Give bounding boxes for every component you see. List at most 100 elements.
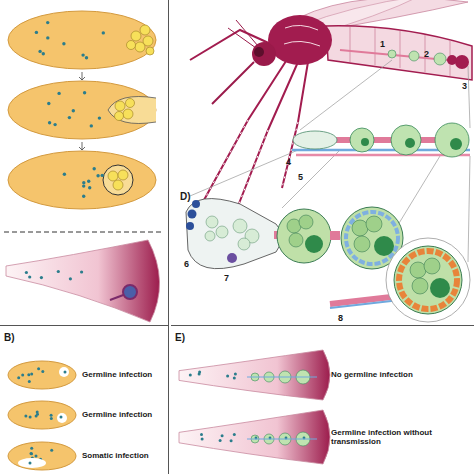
pole-cells [140, 25, 150, 35]
figure-panel: E) No germline infectionGermline infectio… [171, 325, 474, 474]
bacteria-dot [233, 377, 236, 380]
embryo-egg [8, 11, 156, 69]
bacteria-dot [24, 415, 27, 418]
bacteria-dot [48, 121, 51, 124]
egg-chamber [394, 246, 462, 314]
infected-follicle-cells [399, 251, 457, 309]
egg-node: Germline infection [4, 358, 166, 392]
panel-label: B) [4, 332, 15, 344]
ovary [388, 50, 396, 58]
panel-label: D) [180, 192, 191, 202]
bacteria-dot [81, 53, 84, 56]
bacteria-dot [35, 455, 38, 458]
egg-chamber [277, 209, 331, 263]
leg [238, 62, 298, 206]
abdomen-tip [6, 240, 160, 322]
pole-cells [113, 180, 123, 190]
ovariole-line [247, 377, 317, 378]
bacteria-dot [230, 439, 233, 442]
pole-cells [108, 170, 128, 190]
ovary [447, 55, 457, 65]
node-label: Germline infection [82, 410, 166, 419]
bacteria-dots [25, 21, 105, 281]
bacteria-dot [64, 371, 67, 374]
egg-node: Germline infection [4, 398, 166, 432]
bacteria-dot [50, 449, 53, 452]
bacteria-dot [221, 434, 224, 437]
ovariole-line [247, 439, 317, 440]
embryo-egg [8, 81, 156, 139]
nurse-cells [289, 233, 303, 247]
callout-number: 8 [338, 314, 343, 323]
leg-stripes [204, 120, 248, 200]
pole-cells [115, 112, 124, 121]
ovariole-strand [361, 138, 369, 146]
bacteria-dot [87, 180, 90, 183]
abdomen-segments [400, 31, 401, 68]
bacteria-dot [47, 102, 50, 105]
embryo-egg [8, 151, 156, 209]
bacteria-dot [28, 275, 31, 278]
bacteria-dot [21, 374, 24, 377]
bacteria-dot [72, 109, 75, 112]
bacteria-dot [83, 91, 86, 94]
germline-cysts [238, 238, 250, 250]
bacteria-dot [35, 31, 38, 34]
embryo-egg [8, 11, 156, 69]
egg-node: Somatic infection [4, 438, 166, 474]
mosquito-illustration [190, 0, 472, 206]
bacteria-dot [29, 462, 32, 465]
panel-divider [168, 0, 169, 325]
nurse-cells [299, 215, 313, 229]
bacteria-dot [63, 173, 66, 176]
step-arrow [79, 72, 85, 80]
abdomen-shape [179, 410, 330, 464]
somatic-region [18, 458, 46, 468]
head [252, 42, 276, 66]
nurse-cells [366, 216, 382, 232]
bacteria-dot [36, 413, 39, 416]
bacteria-dot [233, 433, 236, 436]
oocyte [374, 236, 394, 256]
stem-cells [188, 210, 197, 219]
node-label: Germline infection [82, 370, 166, 379]
ovariole-strand [405, 138, 415, 148]
pole-cell [59, 367, 69, 377]
germline-cysts [206, 216, 218, 228]
egg-shape [8, 442, 76, 470]
embryo-egg [8, 81, 156, 139]
bacteria-dot [102, 31, 105, 34]
bacteria-dot [200, 433, 203, 436]
leg-stripes [282, 122, 298, 188]
germarium [186, 199, 282, 269]
bacteria-dot [219, 439, 222, 442]
pole-cells [123, 109, 133, 119]
node-label: Germline infection without transmission [331, 428, 471, 446]
callout-number: 4 [286, 158, 291, 167]
bacteria-dot [57, 92, 60, 95]
sheath-band [330, 300, 400, 308]
panel-label: E) [175, 332, 185, 344]
pole-cells [118, 170, 128, 180]
ovariole-detail [186, 199, 470, 322]
ovary [434, 53, 446, 65]
gonad [103, 165, 133, 195]
ovariole-strand [391, 125, 421, 155]
bacteria-dot [29, 416, 32, 419]
thorax-stripes [284, 25, 320, 46]
leg [204, 58, 288, 200]
bacteria-dot [46, 36, 49, 39]
bacteria-dot [28, 380, 31, 383]
callout-number: 5 [298, 173, 303, 182]
leg-stripes [204, 120, 298, 206]
bacteria-dot [80, 270, 83, 273]
abdomen-node: No germline infection [177, 348, 473, 402]
callout-number: 2 [424, 50, 429, 59]
germline-cysts [205, 216, 259, 250]
bacteria-dot [82, 184, 85, 187]
oocyte [305, 235, 323, 253]
abdomen-tip [6, 240, 160, 322]
bacteria-dot [198, 370, 201, 373]
abdomen-outline [177, 348, 473, 402]
